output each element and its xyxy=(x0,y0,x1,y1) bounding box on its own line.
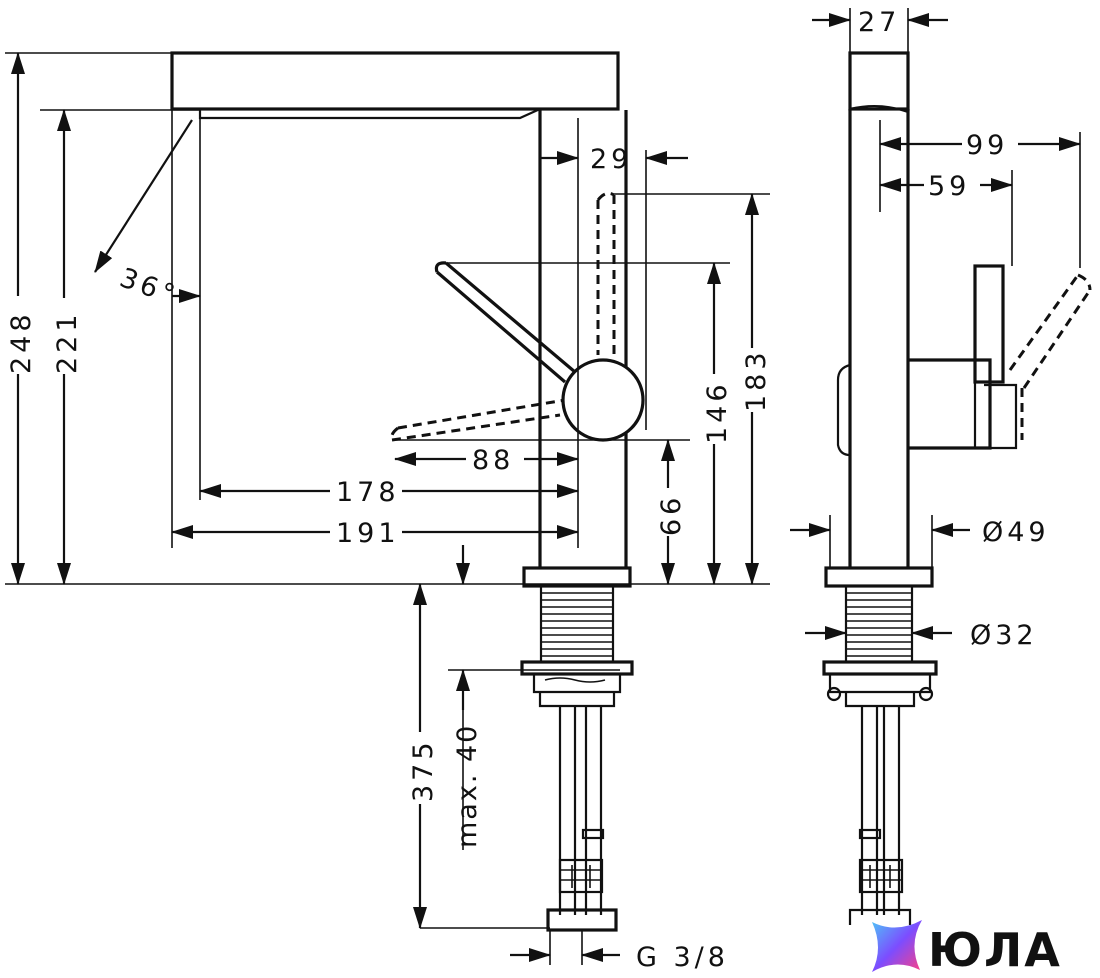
side-spout xyxy=(848,51,910,111)
hoses xyxy=(558,706,603,915)
dim-88: 88 xyxy=(472,445,514,476)
dim-d49: Ø49 xyxy=(982,517,1050,548)
brand-logo: ЮЛА xyxy=(872,920,1062,977)
front-view xyxy=(170,51,645,932)
dim-g38: G 3/8 xyxy=(636,942,729,973)
dim-375: 375 xyxy=(408,738,439,802)
lever-knob xyxy=(561,358,645,442)
dim-99: 99 xyxy=(966,130,1008,161)
side-lever xyxy=(973,264,1005,384)
dim-27: 27 xyxy=(858,7,900,38)
side-knob-housing xyxy=(908,358,992,450)
side-view xyxy=(822,51,1092,925)
side-column xyxy=(848,109,910,568)
dim-178: 178 xyxy=(336,477,400,508)
lever-dashed-vertical xyxy=(596,191,616,355)
fixing-nut xyxy=(520,660,634,676)
dim-66: 66 xyxy=(656,494,687,536)
dim-146: 146 xyxy=(702,380,733,444)
dim-248: 248 xyxy=(6,310,37,374)
dim-183: 183 xyxy=(741,348,772,412)
dim-d32: Ø32 xyxy=(970,620,1038,651)
dim-59: 59 xyxy=(928,171,970,202)
spout xyxy=(170,51,620,111)
logo-text: ЮЛА xyxy=(928,923,1062,977)
threaded-shank xyxy=(539,584,615,664)
dim-221: 221 xyxy=(52,310,83,374)
aerator xyxy=(198,107,541,120)
logo-star-icon xyxy=(872,920,922,972)
front-dimensions: 248 221 36° 29 183 146 66 88 178 xyxy=(5,52,772,973)
lever-dashed-lowered xyxy=(390,398,566,442)
dim-max40: max. 40 xyxy=(452,724,483,848)
hose-fitting xyxy=(546,908,618,932)
dim-29: 29 xyxy=(590,144,632,175)
dim-191: 191 xyxy=(336,518,400,549)
lever-solid xyxy=(434,261,577,384)
side-dimensions: 27 99 59 Ø49 Ø32 xyxy=(790,7,1081,651)
